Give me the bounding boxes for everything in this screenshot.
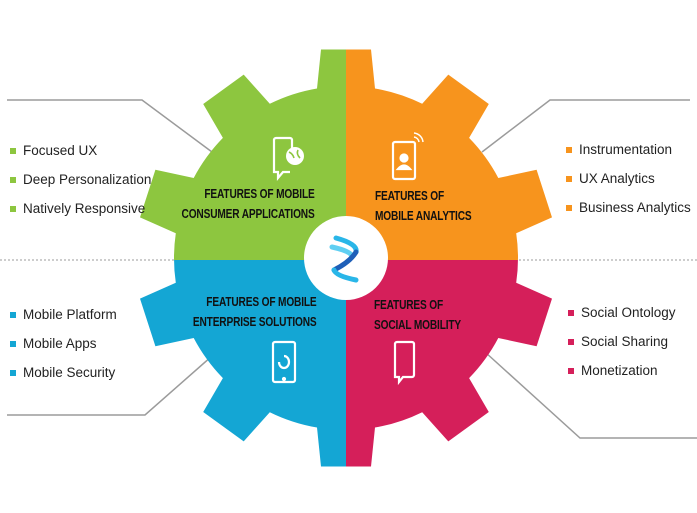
title-consumer: FEATURES OF MOBILE CONSUMER APPLICATIONS [182, 184, 315, 224]
connector-line-consumer [7, 99, 213, 153]
list-item: Social Ontology [568, 305, 676, 334]
connector-lines [0, 99, 697, 439]
list-item: Social Sharing [568, 334, 676, 363]
title-consumer-line2: CONSUMER APPLICATIONS [181, 206, 315, 221]
phone-chat-icon [393, 340, 416, 386]
title-social-line1: FEATURES OF [374, 297, 444, 312]
logo-helix-icon [329, 235, 359, 283]
bullet-icon [568, 310, 574, 316]
list-item: Natively Responsive [10, 201, 151, 230]
list-consumer: Focused UX Deep Personalization Natively… [10, 143, 151, 230]
bullet-icon [566, 205, 572, 211]
list-item: Monetization [568, 363, 676, 392]
title-social: FEATURES OF SOCIAL MOBILITY [374, 295, 461, 335]
list-item-label: Social Ontology [581, 305, 676, 320]
connector-line-analytics [481, 99, 690, 153]
title-analytics-line1: FEATURES OF [375, 188, 445, 203]
list-item: Focused UX [10, 143, 151, 172]
bullet-icon [10, 148, 16, 154]
list-item-label: Mobile Security [23, 365, 116, 380]
list-item-label: Business Analytics [579, 200, 691, 215]
connector-line-social [484, 351, 697, 439]
list-item-label: Social Sharing [581, 334, 669, 349]
title-consumer-line1: FEATURES OF MOBILE [204, 186, 315, 201]
list-item-label: Monetization [581, 363, 658, 378]
list-analytics: Instrumentation UX Analytics Business An… [566, 142, 691, 229]
list-item: Mobile Platform [10, 307, 117, 336]
list-item-label: Focused UX [23, 143, 98, 158]
bullet-icon [566, 176, 572, 182]
list-item: Business Analytics [566, 200, 691, 229]
title-enterprise-line1: FEATURES OF MOBILE [206, 294, 317, 309]
list-item: Deep Personalization [10, 172, 151, 201]
list-social: Social Ontology Social Sharing Monetizat… [568, 305, 676, 392]
bullet-icon [10, 312, 16, 318]
list-item: Instrumentation [566, 142, 691, 171]
list-item-label: Instrumentation [579, 142, 673, 157]
phone-sync-icon [271, 340, 297, 384]
list-enterprise: Mobile Platform Mobile Apps Mobile Secur… [10, 307, 117, 394]
phone-globe-icon [272, 136, 304, 182]
title-analytics: FEATURES OF MOBILE ANALYTICS [375, 186, 472, 226]
title-enterprise-line2: ENTERPRISE SOLUTIONS [193, 314, 317, 329]
list-item-label: Natively Responsive [23, 201, 146, 216]
bullet-icon [10, 341, 16, 347]
phone-user-signal-icon [391, 132, 424, 181]
bullet-icon [10, 370, 16, 376]
list-item-label: Mobile Platform [23, 307, 117, 322]
bullet-icon [568, 368, 574, 374]
list-item-label: UX Analytics [579, 171, 655, 186]
title-social-line2: SOCIAL MOBILITY [374, 317, 462, 332]
title-enterprise: FEATURES OF MOBILE ENTERPRISE SOLUTIONS [193, 292, 317, 332]
connector-line-enterprise [7, 355, 213, 416]
bullet-icon [10, 206, 16, 212]
bullet-icon [10, 177, 16, 183]
bullet-icon [568, 339, 574, 345]
list-item: UX Analytics [566, 171, 691, 200]
title-analytics-line2: MOBILE ANALYTICS [375, 208, 472, 223]
list-item-label: Deep Personalization [23, 172, 152, 187]
center-circle [304, 216, 388, 300]
bullet-icon [566, 147, 572, 153]
list-item: Mobile Security [10, 365, 117, 394]
list-item: Mobile Apps [10, 336, 117, 365]
list-item-label: Mobile Apps [23, 336, 97, 351]
